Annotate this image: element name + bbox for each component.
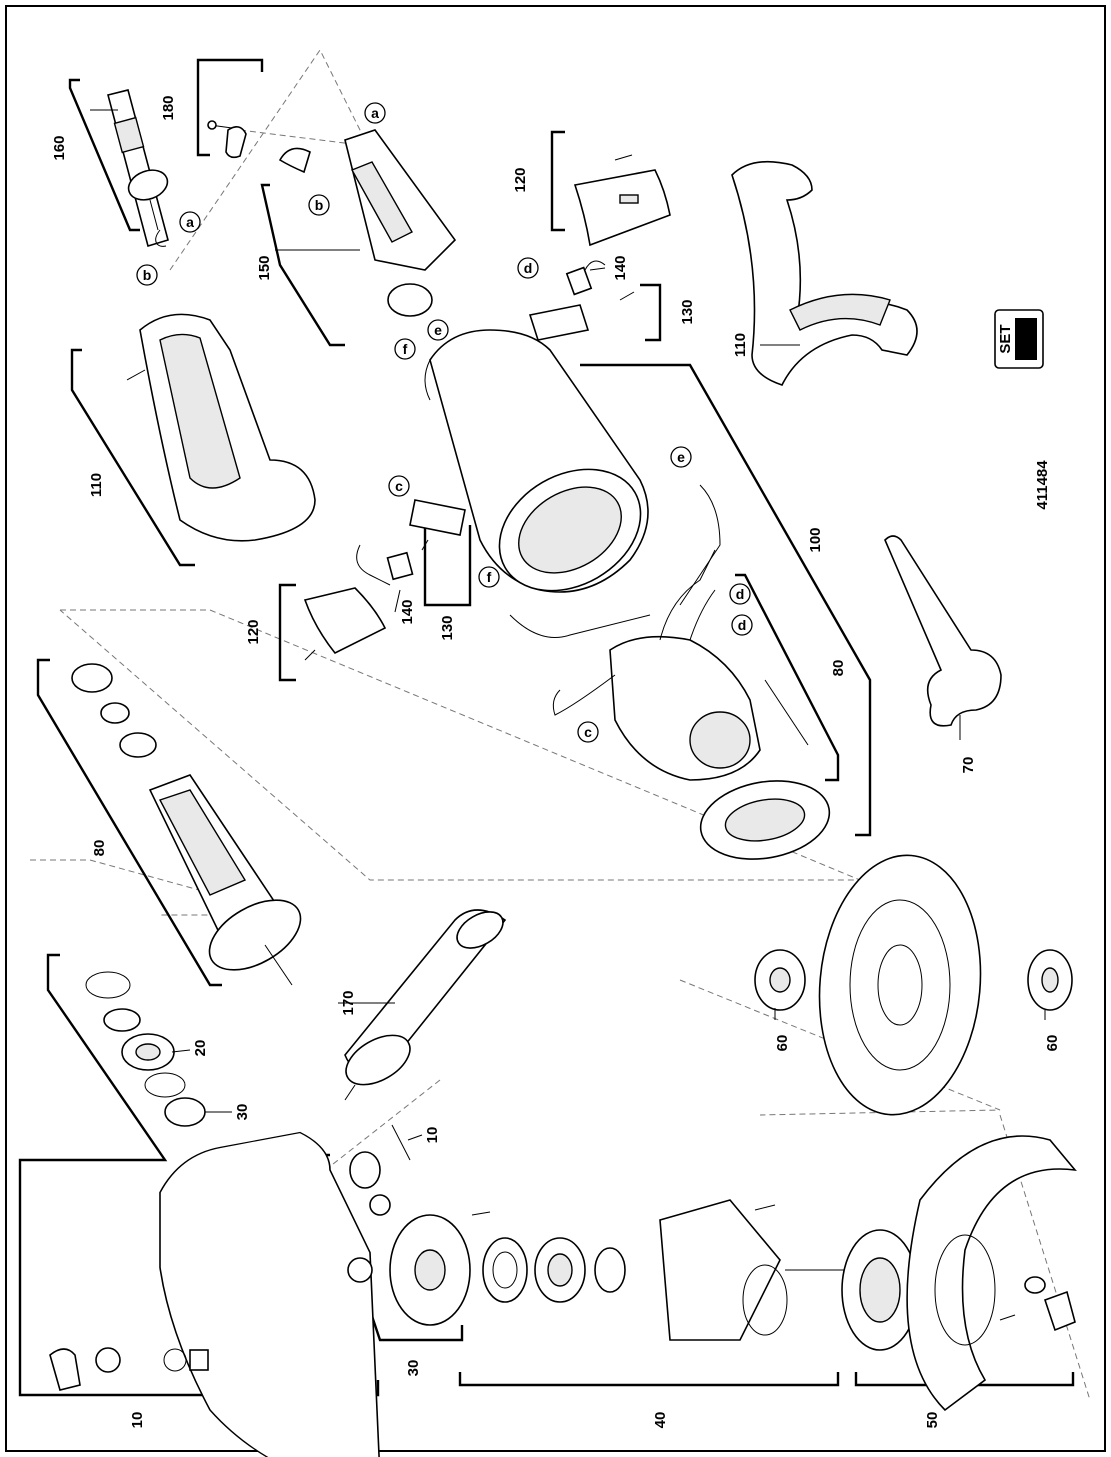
part-label-10: 10 — [129, 1412, 146, 1429]
part-label-20: 20 — [192, 1040, 209, 1057]
connector-d-1: d — [517, 257, 539, 279]
brush-cover-lower — [303, 587, 387, 661]
svg-text:d: d — [524, 260, 533, 276]
svg-text:f: f — [487, 569, 492, 585]
cutting-disc — [818, 854, 982, 1116]
bearing-flange-group — [471, 1199, 870, 1341]
part-label-10-pin: 10 — [424, 1127, 441, 1144]
gear-housing — [49, 1131, 380, 1457]
set-badge-text: SET — [997, 324, 1014, 353]
connector-f-2: f — [478, 566, 500, 588]
switch-assembly — [275, 129, 457, 317]
wheel-guard — [841, 1135, 1077, 1412]
part-label-140-upper: 140 — [612, 255, 629, 280]
connector-d-3: d — [731, 614, 753, 636]
brush-holder-lower — [356, 499, 466, 586]
armature — [71, 663, 302, 986]
part-label-130-lower: 130 — [439, 615, 456, 640]
part-label-100: 100 — [807, 527, 824, 552]
spanner-wrench — [884, 535, 1002, 727]
bevel-gear — [349, 1151, 471, 1326]
part-number-labels: 10 10 20 30 30 40 50 60 60 70 80 80 100 … — [51, 95, 1061, 1428]
part-label-70: 70 — [960, 757, 977, 774]
field-stator — [509, 484, 831, 860]
svg-text:b: b — [315, 197, 324, 213]
motor-housing — [424, 329, 649, 593]
svg-text:d: d — [736, 586, 745, 602]
connector-f-1: f — [394, 338, 416, 360]
svg-text:d: d — [738, 617, 747, 633]
connector-d-2: d — [729, 583, 751, 605]
part-label-50: 50 — [924, 1412, 941, 1429]
part-label-180: 180 — [160, 95, 177, 120]
connector-e-1: e — [427, 319, 449, 341]
part-label-160: 160 — [51, 135, 68, 160]
part-label-80-stator: 80 — [830, 660, 847, 677]
cable-clamp — [207, 120, 247, 159]
part-label-110-right: 110 — [732, 333, 749, 357]
svg-text:b: b — [143, 267, 152, 283]
flange-nut-left — [754, 949, 806, 1011]
handle-housing-left — [126, 313, 316, 542]
brush-holder-upper — [528, 260, 635, 341]
bearing-stack — [85, 971, 206, 1127]
svg-text:e: e — [434, 322, 442, 338]
svg-text:f: f — [403, 341, 408, 357]
part-label-120-upper: 120 — [512, 167, 529, 192]
set-badge: SET — [994, 309, 1044, 369]
part-label-110-left: 110 — [88, 473, 105, 497]
brush-cover-upper — [573, 154, 671, 247]
auxiliary-handle — [344, 909, 507, 1161]
connector-c-1: c — [388, 475, 410, 497]
connector-c-2: c — [577, 721, 599, 743]
page-frame — [5, 5, 1106, 1452]
svg-text:c: c — [584, 724, 592, 740]
part-label-60-right: 60 — [1044, 1035, 1061, 1052]
part-label-120-lower: 120 — [245, 619, 262, 644]
leader-lines — [171, 267, 1046, 1141]
connector-b-2: b — [136, 264, 158, 286]
part-label-30-gear: 30 — [405, 1360, 422, 1377]
part-label-150: 150 — [256, 255, 273, 280]
svg-text:a: a — [186, 214, 194, 230]
connector-b-1: b — [308, 194, 330, 216]
connector-e-2: e — [670, 446, 692, 468]
cable-sleeve-assembly — [90, 89, 169, 248]
svg-text:e: e — [677, 449, 685, 465]
part-label-80-armature: 80 — [91, 840, 108, 857]
part-label-60-left: 60 — [774, 1035, 791, 1052]
part-label-140-lower: 140 — [399, 599, 416, 624]
drawing-number: 411484 — [1034, 460, 1051, 510]
connector-markers: a a b b c c d d d e e f f — [136, 102, 753, 743]
connector-a-1: a — [364, 102, 386, 124]
svg-text:c: c — [395, 478, 403, 494]
part-label-30-bearing: 30 — [234, 1104, 251, 1121]
handle-cover-right — [731, 160, 918, 386]
part-label-130-upper: 130 — [679, 299, 696, 324]
part-label-40: 40 — [652, 1412, 669, 1429]
flange-nut-right — [1027, 949, 1073, 1011]
connector-a-2: a — [179, 211, 201, 233]
svg-text:a: a — [371, 105, 379, 121]
